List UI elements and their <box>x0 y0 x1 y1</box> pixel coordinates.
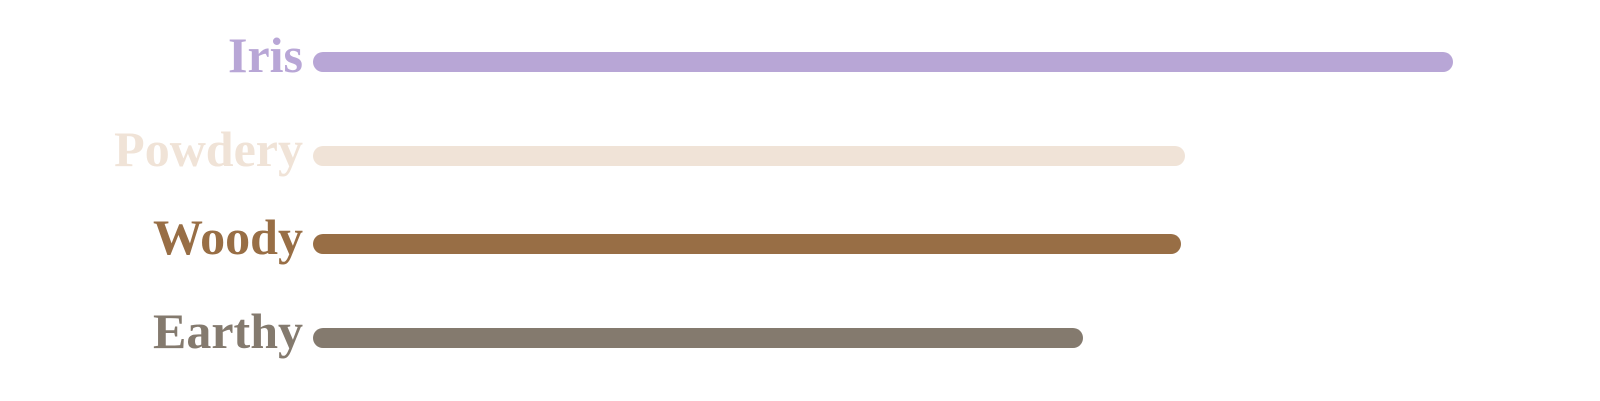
bar-label-powdery: Powdery <box>114 121 303 177</box>
bar-earthy <box>313 328 1083 348</box>
bar-label-woody: Woody <box>152 209 303 265</box>
bar-label-earthy: Earthy <box>153 303 303 359</box>
bar-powdery <box>313 146 1186 166</box>
bar-iris <box>313 52 1453 72</box>
bar-woody <box>313 234 1181 254</box>
bar-label-iris: Iris <box>228 27 303 83</box>
